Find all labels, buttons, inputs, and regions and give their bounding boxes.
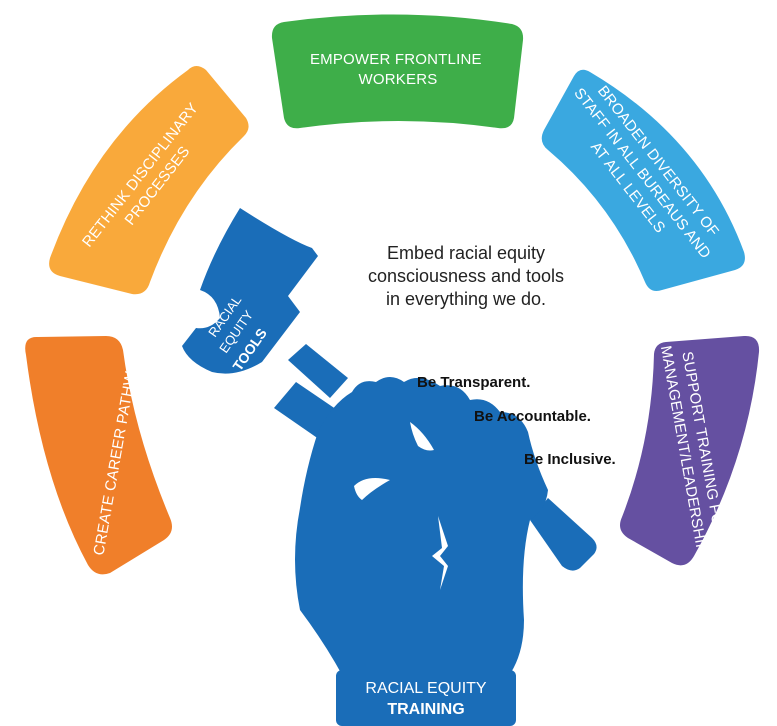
value-transparent: Be Transparent.: [417, 374, 530, 391]
hammer-neck: [288, 344, 348, 398]
fist-shape: [295, 377, 548, 690]
fist-knuckle-gap-1: [410, 422, 434, 451]
segment-empower-label: EMPOWER FRONTLINE WORKERS: [310, 51, 486, 88]
base-racial-equity-training: RACIAL EQUITY TRAINING: [336, 670, 516, 726]
base-label-line1: RACIAL EQUITY: [365, 680, 487, 697]
segment-broaden-shape: [541, 69, 745, 291]
segment-career-pathways-shape: [25, 336, 173, 575]
segment-empower-frontline-workers: EMPOWER FRONTLINE WORKERS: [271, 14, 524, 129]
fist-crease: [432, 516, 448, 590]
fist-highlight: [354, 478, 390, 500]
base-box: [336, 670, 516, 726]
segment-support-training: SUPPORT TRAINING FOR MANAGEMENT/LEADERSH…: [620, 335, 760, 566]
value-inclusive: Be Inclusive.: [524, 451, 616, 468]
segment-support-shape: [620, 335, 760, 566]
hammer-handle-right: [530, 498, 597, 571]
values-list: Be Transparent. Be Accountable. Be Inclu…: [417, 374, 616, 468]
value-accountable: Be Accountable.: [474, 408, 591, 425]
segment-rethink-shape: [49, 66, 249, 295]
segment-create-career-pathways: CREATE CAREER PATHWAYS: [25, 336, 173, 575]
segment-broaden-diversity: BROADEN DIVERSITY OF STAFF IN ALL BUREAU…: [541, 69, 745, 291]
center-statement-line1: Embed racial equity: [387, 243, 545, 263]
fist-illustration: [295, 377, 548, 690]
hammer-head: [182, 208, 318, 374]
center-statement-line3: in everything we do.: [386, 289, 546, 309]
base-label-line2: TRAINING: [387, 701, 464, 718]
center-statement: Embed racial equity consciousness and to…: [368, 243, 564, 309]
center-statement-line2: consciousness and tools: [368, 266, 564, 286]
segment-empower-shape: [271, 14, 524, 129]
